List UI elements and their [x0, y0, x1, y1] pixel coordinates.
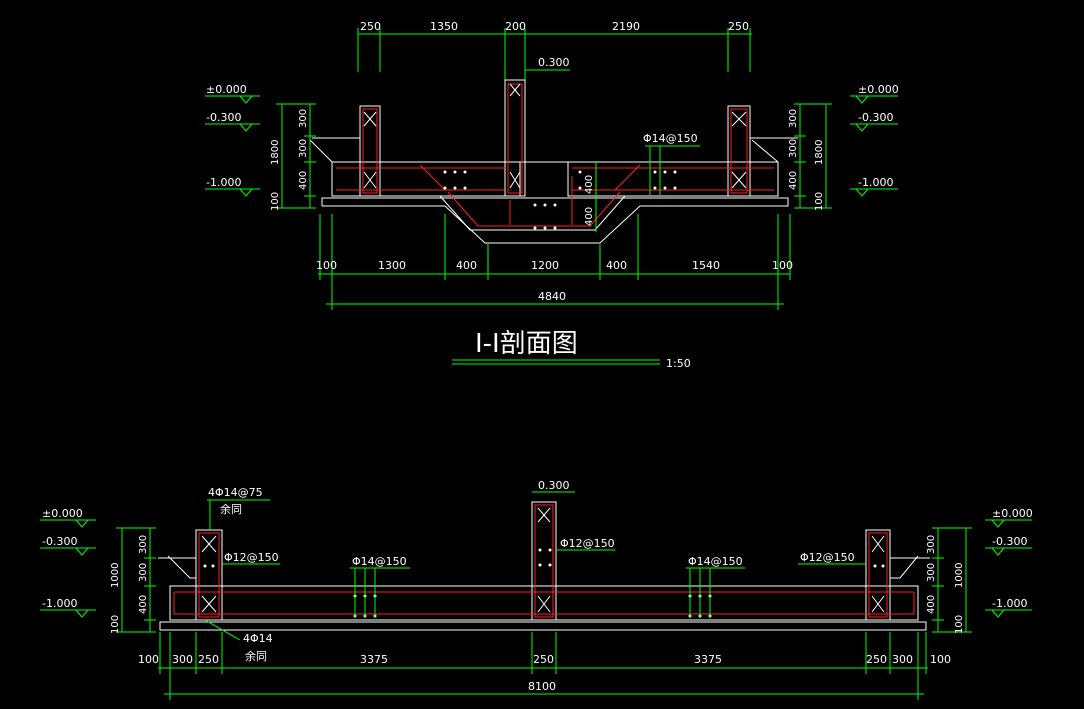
rebar-callout-a: Φ12@150 — [224, 551, 279, 564]
left-vert-total: 1800 — [270, 140, 281, 165]
bottom-dim-1: 1300 — [378, 259, 406, 272]
section-2-structure — [158, 501, 930, 631]
section-1: 250 1350 200 2190 250 0.300 — [205, 20, 899, 370]
bottom-dim-0: 100 — [316, 259, 337, 272]
s2-bottom-dim-6: 250 — [866, 653, 887, 666]
right-vert-1: 300 — [788, 139, 799, 158]
note-bottom-2: 余同 — [245, 649, 267, 663]
top-dim-2: 1350 — [430, 20, 458, 33]
right-elev-0: ±0.000 — [858, 83, 899, 96]
bottom-dim-5: 1540 — [692, 259, 720, 272]
s2-left-elevation-marks — [40, 519, 96, 618]
total-dim: 4840 — [538, 290, 566, 303]
s2-mid-elevation-label: 0.300 — [538, 479, 570, 492]
s2-bottom-dim-7: 300 — [892, 653, 913, 666]
right-elev-1: -0.300 — [858, 111, 893, 124]
s2-bottom-dim-0: 100 — [138, 653, 159, 666]
s2-bottom-dim-2: 250 — [198, 653, 219, 666]
pit-dim-2: 400 — [584, 207, 595, 226]
section-1-rebar — [336, 83, 774, 227]
bottom-dim-6: 100 — [772, 259, 793, 272]
bottom-dim-2: 400 — [456, 259, 477, 272]
section-1-rebar-dots — [443, 170, 677, 230]
top-dim-4: 2190 — [612, 20, 640, 33]
s2-right-elev-2: -1.000 — [992, 597, 1027, 610]
top-dim-1: 250 — [360, 20, 381, 33]
s2-right-elev-1: -0.300 — [992, 535, 1027, 548]
left-elev-0: ±0.000 — [206, 83, 247, 96]
s2-total-dim: 8100 — [528, 680, 556, 693]
s2-left-elev-2: -1.000 — [42, 597, 77, 610]
s2-left-elev-0: ±0.000 — [42, 507, 83, 520]
bottom-dim-4: 400 — [606, 259, 627, 272]
section-1-structure — [309, 79, 798, 244]
s2-right-vertical-dims — [932, 527, 972, 633]
s2-right-elev-0: ±0.000 — [992, 507, 1033, 520]
right-elevation-marks — [850, 95, 898, 197]
s2-right-vert-2: 400 — [926, 595, 937, 614]
rebar-callout-e: Φ12@150 — [800, 551, 855, 564]
s2-left-vert-0: 300 — [138, 535, 149, 554]
s2-right-elevation-marks — [985, 519, 1032, 618]
s2-bottom-dim-1: 300 — [172, 653, 193, 666]
rebar-callout-1: Φ14@150 — [643, 132, 698, 145]
top-dim-3: 200 — [505, 20, 526, 33]
mid-elevation-label: 0.300 — [538, 56, 570, 69]
left-vert-3: 100 — [270, 192, 281, 211]
scale-label: 1:50 — [666, 357, 691, 370]
right-vert-0: 300 — [788, 109, 799, 128]
left-vert-1: 300 — [298, 139, 309, 158]
bottom-dim-3: 1200 — [531, 259, 559, 272]
s2-right-vert-3: 100 — [954, 615, 965, 634]
s2-left-vert-1: 300 — [138, 563, 149, 582]
right-elev-2: -1.000 — [858, 176, 893, 189]
s2-bottom-dim-3: 3375 — [360, 653, 388, 666]
top-dimension-line — [357, 28, 752, 80]
section-2: ±0.000 -0.300 -1.000 300 300 400 100 100… — [40, 479, 1033, 700]
left-elev-2: -1.000 — [206, 176, 241, 189]
right-vertical-dims — [794, 103, 832, 209]
s2-right-vert-0: 300 — [926, 535, 937, 554]
note-top-2: 余同 — [220, 502, 242, 516]
s2-left-elev-1: -0.300 — [42, 535, 77, 548]
s2-left-vert-total: 1000 — [110, 563, 121, 588]
section-2-rebar-dots — [203, 548, 885, 618]
s2-left-vertical-dims — [116, 527, 156, 633]
left-elev-1: -0.300 — [206, 111, 241, 124]
s2-left-vert-3: 100 — [110, 615, 121, 634]
right-vert-3: 100 — [814, 192, 825, 211]
section-2-rebar — [173, 504, 915, 618]
s2-bottom-dim-5: 3375 — [694, 653, 722, 666]
left-elevation-marks — [205, 95, 260, 197]
top-dim-5: 250 — [728, 20, 749, 33]
right-vert-2: 400 — [788, 171, 799, 190]
s2-bottom-dim-8: 100 — [930, 653, 951, 666]
rebar-callout-c: Φ12@150 — [560, 537, 615, 550]
left-vert-0: 300 — [298, 109, 309, 128]
left-vert-2: 400 — [298, 171, 309, 190]
section-title: I-I剖面图 — [475, 329, 578, 359]
left-vertical-dims — [276, 103, 316, 209]
note-top: 4Φ14@75 — [208, 486, 263, 499]
rebar-callout-b: Φ14@150 — [352, 555, 407, 568]
s2-bottom-dim-4: 250 — [533, 653, 554, 666]
pit-dim: 400 — [584, 175, 595, 194]
s2-bottom-dimension-line — [158, 632, 928, 700]
rebar-callout-d: Φ14@150 — [688, 555, 743, 568]
s2-right-vert-1: 300 — [926, 563, 937, 582]
right-vert-total: 1800 — [814, 140, 825, 165]
s2-left-vert-2: 400 — [138, 595, 149, 614]
note-bottom: 4Φ14 — [243, 632, 273, 645]
bottom-dimension-line — [318, 214, 791, 310]
s2-right-vert-total: 1000 — [954, 563, 965, 588]
